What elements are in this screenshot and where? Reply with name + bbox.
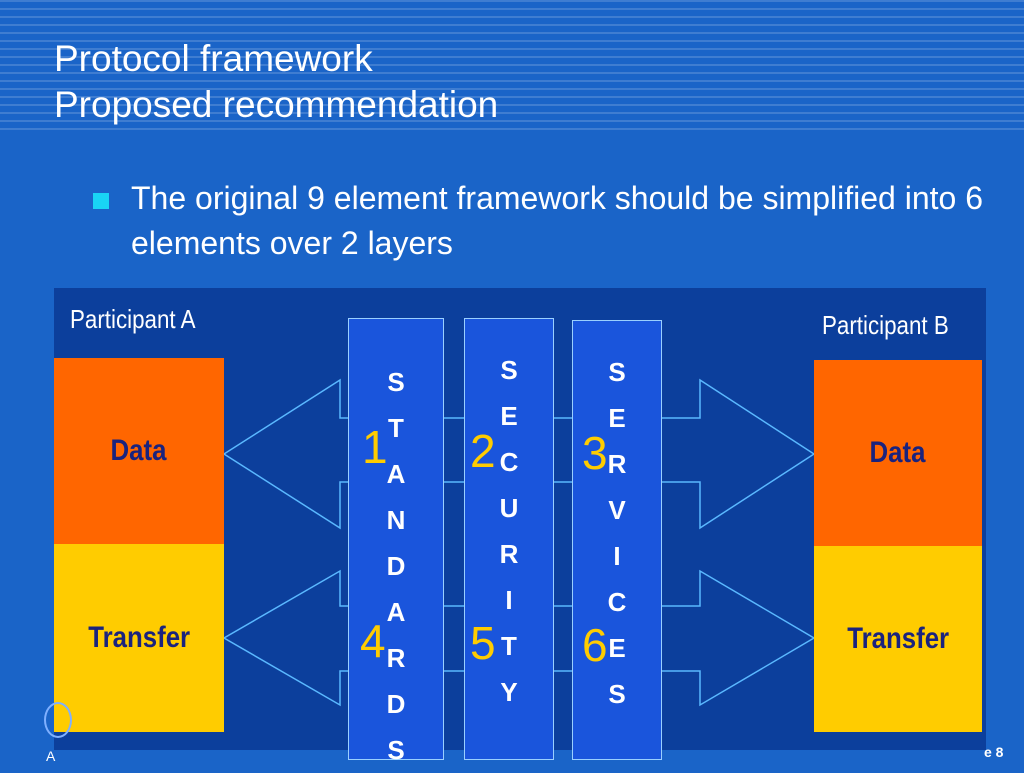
col-letter: U bbox=[499, 493, 519, 523]
security-column: S E C U R I T Y bbox=[464, 318, 554, 760]
element-number-2: 2 bbox=[470, 425, 496, 477]
col-letter: I bbox=[613, 541, 621, 571]
col-letter: V bbox=[608, 495, 626, 525]
participant-b-label: Participant B bbox=[822, 310, 949, 340]
col-letter: R bbox=[386, 643, 406, 673]
col-letter: C bbox=[499, 447, 519, 477]
transfer-box-b: Transfer bbox=[814, 546, 982, 732]
col-letter: D bbox=[386, 689, 406, 719]
data-label-a: Data bbox=[111, 434, 167, 467]
data-label-b: Data bbox=[870, 436, 926, 469]
col-letter: C bbox=[607, 587, 627, 617]
title-line-1: Protocol framework bbox=[54, 38, 373, 79]
security-letters: S E C U R I T Y bbox=[465, 347, 553, 715]
services-letters: S E R V I C E S bbox=[573, 349, 661, 717]
organization-logo-icon bbox=[44, 702, 72, 738]
element-number-5: 5 bbox=[470, 617, 496, 669]
col-letter: R bbox=[499, 539, 519, 569]
header-stripes bbox=[0, 0, 1024, 135]
data-box-a: Data bbox=[54, 358, 224, 544]
col-letter: N bbox=[386, 505, 406, 535]
protocol-diagram: Participant A Participant B Data Transfe… bbox=[54, 288, 986, 765]
col-letter: S bbox=[500, 355, 518, 385]
element-number-4: 4 bbox=[360, 615, 386, 667]
participant-a-label: Participant A bbox=[70, 304, 196, 334]
col-letter: E bbox=[500, 401, 518, 431]
col-letter: A bbox=[386, 597, 406, 627]
data-box-b: Data bbox=[814, 360, 982, 546]
transfer-label-b: Transfer bbox=[847, 622, 949, 655]
element-number-6: 6 bbox=[582, 619, 608, 671]
col-letter: E bbox=[608, 633, 626, 663]
standards-column: S T A N D A R D S bbox=[348, 318, 444, 765]
transfer-box-a: Transfer bbox=[54, 544, 224, 732]
col-letter: R bbox=[607, 449, 627, 479]
bullet-text: The original 9 element framework should … bbox=[131, 180, 983, 261]
col-letter: T bbox=[388, 413, 404, 443]
col-letter: D bbox=[386, 551, 406, 581]
col-letter: I bbox=[505, 585, 513, 615]
col-letter: S bbox=[608, 357, 626, 387]
transfer-label-a: Transfer bbox=[88, 621, 190, 654]
title-line-2: Proposed recommendation bbox=[54, 84, 499, 125]
bullet-square-icon bbox=[93, 193, 109, 209]
page-number: e 8 bbox=[984, 744, 1004, 760]
footer-left-text: A bbox=[46, 748, 56, 764]
element-number-1: 1 bbox=[362, 421, 388, 473]
col-letter: Y bbox=[500, 677, 518, 707]
col-letter: A bbox=[386, 459, 406, 489]
slide-title: Protocol framework Proposed recommendati… bbox=[54, 36, 498, 128]
col-letter: S bbox=[608, 679, 626, 709]
col-letter: T bbox=[501, 631, 517, 661]
col-letter: S bbox=[387, 367, 405, 397]
element-number-3: 3 bbox=[582, 427, 608, 479]
services-column: S E R V I C E S bbox=[572, 320, 662, 760]
standards-letters: S T A N D A R D S bbox=[349, 359, 443, 773]
col-letter: S bbox=[387, 735, 405, 765]
col-letter: E bbox=[608, 403, 626, 433]
